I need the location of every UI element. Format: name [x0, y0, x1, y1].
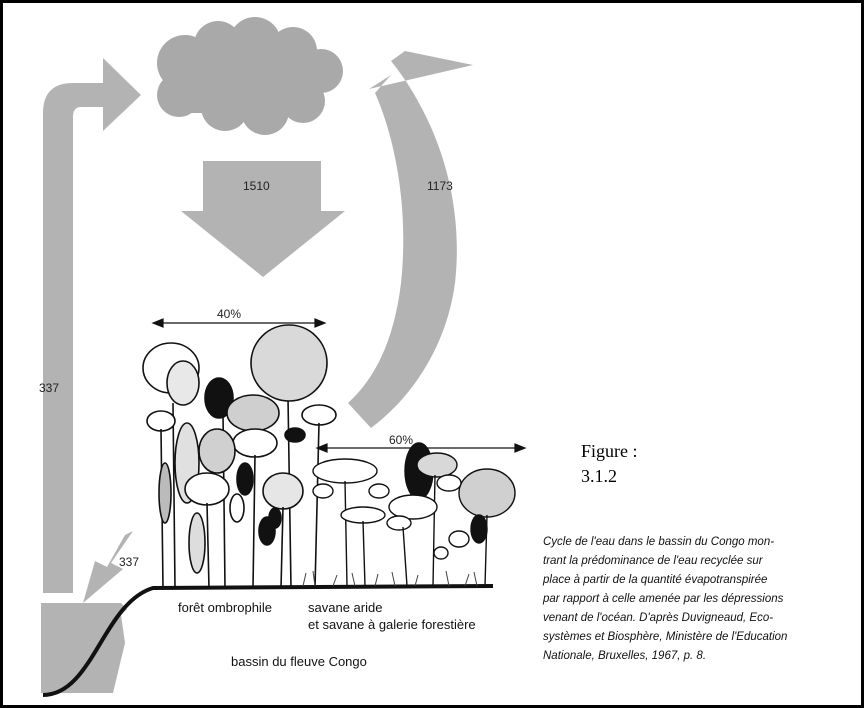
savanna-label-line2: et savane à galerie forestière	[308, 616, 476, 633]
figure-label-line2: 3.1.2	[581, 465, 617, 487]
ocean-input-value: 337	[119, 555, 139, 569]
caption-line: Nationale, Bruxelles, 1967, p. 8.	[543, 647, 848, 666]
caption-line: venant de l'océan. D'après Duvigneaud, E…	[543, 609, 848, 628]
ocean	[41, 603, 127, 693]
forest-percentage: 40%	[217, 307, 241, 321]
caption-line: par rapport à celle amenée par les dépre…	[543, 590, 848, 609]
caption-line: systèmes et Biosphère, Ministère de l'Ed…	[543, 628, 848, 647]
evapotranspiration-arrow	[348, 51, 473, 428]
caption-line: place à partir de la quantité évapotrans…	[543, 571, 848, 590]
savanna-label-line1: savane aride	[308, 599, 382, 616]
caption-line: Cycle de l'eau dans le bassin du Congo m…	[543, 533, 848, 552]
runoff-value: 337	[39, 381, 59, 395]
figure-label-line1: Figure :	[581, 440, 638, 462]
runoff-arrow	[43, 58, 141, 593]
savanna-vegetation	[313, 443, 515, 586]
caption-line: trant la prédominance de l'eau recyclée …	[543, 552, 848, 571]
grass	[303, 571, 477, 586]
evapotranspiration-value: 1173	[427, 179, 453, 193]
figure-caption: Cycle de l'eau dans le bassin du Congo m…	[543, 533, 848, 666]
basin-label: bassin du fleuve Congo	[231, 653, 367, 670]
forest-vegetation	[143, 325, 336, 588]
cloud	[157, 17, 343, 135]
savanna-percentage: 60%	[389, 433, 413, 447]
precipitation-value: 1510	[243, 179, 270, 193]
forest-label: forêt ombrophile	[178, 599, 272, 616]
